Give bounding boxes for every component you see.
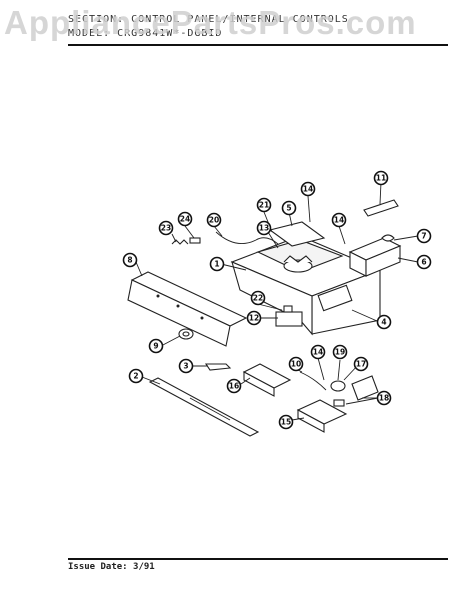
part-7-clip (381, 234, 395, 242)
part-15-bracket (296, 399, 348, 433)
callout-10: 10 (288, 356, 304, 372)
svg-text:8: 8 (127, 256, 132, 265)
callout-4: 4 (376, 314, 392, 330)
callout-7: 7 (416, 228, 432, 244)
callout-6: 6 (416, 254, 432, 270)
part-3-connector (204, 363, 232, 371)
svg-text:11: 11 (376, 174, 386, 183)
part-9-knob (178, 328, 194, 340)
svg-text:16: 16 (229, 382, 239, 391)
watermark: AppliancePartsPros.com (4, 4, 417, 41)
svg-text:23: 23 (161, 224, 171, 233)
section-title: SECTION: CONTROL PANEL/INTERNAL CONTROLS (68, 14, 349, 25)
svg-text:24: 24 (180, 215, 190, 224)
svg-text:20: 20 (209, 216, 219, 225)
svg-text:4: 4 (381, 318, 386, 327)
svg-text:15: 15 (281, 418, 291, 427)
part-2-rod (148, 377, 260, 437)
svg-text:14: 14 (313, 348, 323, 357)
part-20-wire (215, 231, 279, 245)
leader-lines (135, 181, 419, 421)
part-10-wire (299, 371, 327, 391)
svg-text:1: 1 (214, 260, 219, 269)
callout-9: 9 (148, 338, 164, 354)
callout-14-right: 14 (331, 212, 347, 228)
model-number: MODEL: CRG9841W*-DGBID (68, 28, 223, 39)
part-17-bulb (330, 380, 346, 392)
callout-21: 21 (256, 197, 272, 213)
svg-text:3: 3 (183, 362, 188, 371)
callout-5: 5 (281, 200, 297, 216)
part-18-socket (333, 375, 379, 407)
callout-15: 15 (278, 414, 294, 430)
callout-8: 8 (122, 252, 138, 268)
callout-2: 2 (128, 368, 144, 384)
part-6-housing (348, 237, 402, 277)
svg-text:21: 21 (259, 201, 269, 210)
callout-14-lower: 14 (310, 344, 326, 360)
svg-text:10: 10 (291, 360, 301, 369)
svg-text:12: 12 (249, 314, 259, 323)
callout-20: 20 (206, 212, 222, 228)
svg-text:5: 5 (286, 204, 291, 213)
svg-text:13: 13 (259, 224, 269, 233)
part-23-spring (171, 239, 189, 245)
header-rule (68, 44, 448, 46)
svg-text:7: 7 (421, 232, 426, 241)
svg-text:14: 14 (303, 185, 313, 194)
svg-text:18: 18 (379, 394, 389, 403)
callout-14-upper: 14 (300, 181, 316, 197)
callout-1: 1 (209, 256, 225, 272)
callout-12: 12 (246, 310, 262, 326)
svg-text:22: 22 (253, 294, 263, 303)
callout-13: 13 (256, 220, 272, 236)
svg-text:14: 14 (334, 216, 344, 225)
svg-text:2: 2 (133, 372, 138, 381)
callout-16: 16 (226, 378, 242, 394)
footer-rule (68, 558, 448, 560)
part-24-clip (189, 237, 201, 244)
issue-date: Issue Date: 3/91 (68, 562, 155, 572)
part-16-bracket (242, 363, 292, 397)
callout-19: 19 (332, 344, 348, 360)
svg-text:17: 17 (356, 360, 366, 369)
callout-24: 24 (177, 211, 193, 227)
svg-text:19: 19 (335, 348, 345, 357)
part-8-panel (127, 271, 248, 347)
callout-23: 23 (158, 220, 174, 236)
svg-text:6: 6 (421, 258, 426, 267)
part-12-switch (275, 305, 303, 327)
callout-22: 22 (250, 290, 266, 306)
callout-17: 17 (353, 356, 369, 372)
part-11-bracket (363, 199, 399, 217)
callout-11: 11 (373, 170, 389, 186)
callout-3: 3 (178, 358, 194, 374)
svg-text:9: 9 (153, 342, 158, 351)
callout-18: 18 (376, 390, 392, 406)
